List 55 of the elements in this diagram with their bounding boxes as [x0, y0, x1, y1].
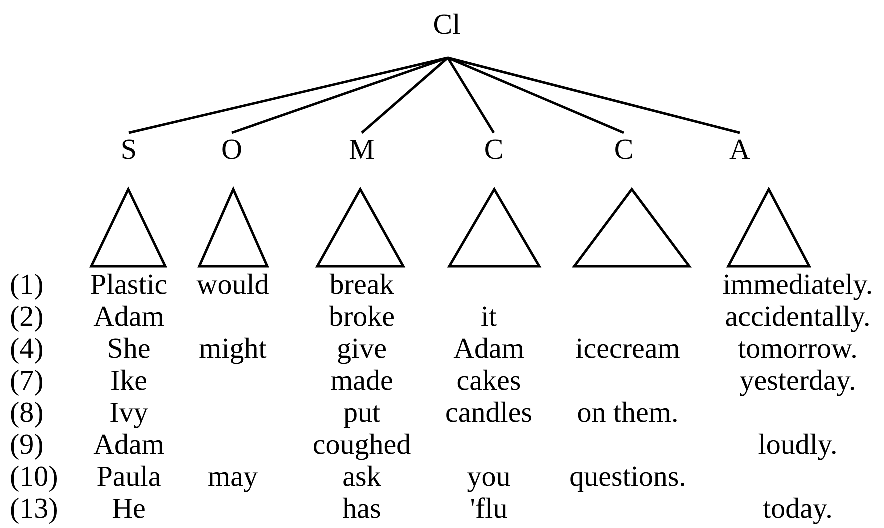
- tree-branch-line: [448, 56, 624, 134]
- example-word: Adam: [94, 301, 164, 333]
- example-word: icecream: [576, 333, 680, 365]
- example-word: broke: [328, 301, 396, 333]
- function-label: C: [614, 133, 634, 167]
- example-word: candles: [446, 397, 532, 429]
- example-word: made: [330, 365, 394, 397]
- example-number: (1): [10, 269, 44, 301]
- example-word: cakes: [456, 365, 522, 397]
- tree-branch-line: [232, 56, 448, 134]
- function-label: O: [222, 133, 242, 167]
- example-word: would: [196, 269, 270, 301]
- example-word: Adam: [454, 333, 524, 365]
- clause-label: Cl: [433, 8, 461, 42]
- example-word: you: [467, 461, 511, 493]
- example-word: She: [107, 333, 151, 365]
- tree-branch-line: [446, 57, 496, 134]
- example-number: (7): [10, 365, 44, 397]
- example-word: Adam: [94, 429, 164, 461]
- function-label: M: [349, 133, 375, 167]
- example-word: He: [112, 493, 146, 525]
- example-word: Ivy: [110, 397, 148, 429]
- example-word: Plastic: [90, 269, 168, 301]
- example-number: (2): [10, 301, 44, 333]
- example-word: questions.: [570, 461, 686, 493]
- example-number: (10): [10, 461, 58, 493]
- example-number: (4): [10, 333, 44, 365]
- example-word: might: [199, 333, 267, 365]
- tree-branch-line: [448, 56, 740, 134]
- example-word: give: [337, 333, 387, 365]
- example-word: 'flu: [470, 493, 508, 525]
- example-word: Paula: [96, 461, 162, 493]
- example-word: has: [342, 493, 382, 525]
- example-word: yesterday.: [740, 365, 856, 397]
- example-word: on them.: [577, 397, 679, 429]
- example-word: coughed: [312, 429, 412, 461]
- example-word: today.: [763, 493, 833, 525]
- function-label: C: [484, 133, 504, 167]
- example-number: (13): [10, 493, 58, 525]
- example-word: it: [480, 301, 498, 333]
- example-word: may: [208, 461, 258, 493]
- example-word: break: [330, 269, 394, 301]
- example-word: accidentally.: [725, 301, 871, 333]
- example-word: put: [343, 397, 381, 429]
- example-word: immediately.: [722, 269, 874, 301]
- example-number: (8): [10, 397, 44, 429]
- example-word: tomorrow.: [738, 333, 858, 365]
- example-number: (9): [10, 429, 44, 461]
- example-word: Ike: [110, 365, 148, 397]
- example-word: ask: [342, 461, 382, 493]
- example-word: loudly.: [758, 429, 838, 461]
- function-label: A: [730, 133, 750, 167]
- function-label: S: [120, 133, 138, 167]
- tree-branch-line: [128, 56, 448, 134]
- tree-branch-line: [361, 57, 449, 134]
